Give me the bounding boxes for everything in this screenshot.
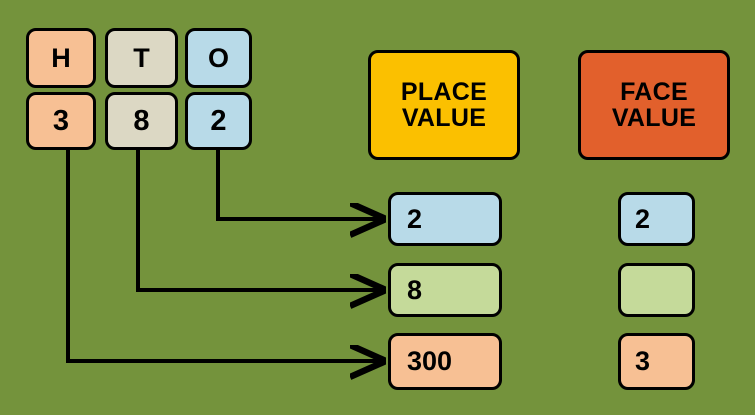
face-value-header: FACE VALUE xyxy=(578,50,730,160)
place-value-header-line2: VALUE xyxy=(401,104,487,132)
digit-cell-tens: 8 xyxy=(105,92,178,150)
connector-hundreds xyxy=(66,150,382,361)
digit-tens-label: 8 xyxy=(133,104,150,137)
column-header-ones: O xyxy=(185,28,252,88)
connector-tens xyxy=(136,150,382,290)
face-value-ones: 2 xyxy=(618,192,695,246)
place-value-tens-label: 8 xyxy=(407,274,423,305)
digit-cell-ones: 2 xyxy=(185,92,252,150)
place-value-header-line1: PLACE xyxy=(400,77,488,106)
digit-cell-hundreds: 3 xyxy=(26,92,96,150)
column-header-tens-label: T xyxy=(133,42,150,73)
place-value-ones: 2 xyxy=(388,192,502,246)
place-value-hundreds: 300 xyxy=(388,333,502,390)
digit-ones-label: 2 xyxy=(210,104,227,137)
place-value-header: PLACE VALUE xyxy=(368,50,520,160)
connector-ones xyxy=(216,150,382,219)
place-value-ones-label: 2 xyxy=(407,203,423,234)
face-value-header-line2: VALUE xyxy=(611,104,697,132)
face-value-header-line1: FACE xyxy=(620,77,688,106)
place-value-hundreds-label: 300 xyxy=(407,346,453,377)
column-header-hundreds: H xyxy=(26,28,96,88)
column-header-tens: T xyxy=(105,28,178,88)
face-value-ones-label: 2 xyxy=(635,203,651,234)
face-value-hundreds-label: 3 xyxy=(635,346,651,377)
column-header-hundreds-label: H xyxy=(51,42,71,73)
face-value-hundreds: 3 xyxy=(618,333,695,390)
place-value-tens: 8 xyxy=(388,263,502,317)
face-value-tens xyxy=(618,263,695,317)
column-header-ones-label: O xyxy=(207,42,229,73)
digit-hundreds-label: 3 xyxy=(52,104,70,137)
